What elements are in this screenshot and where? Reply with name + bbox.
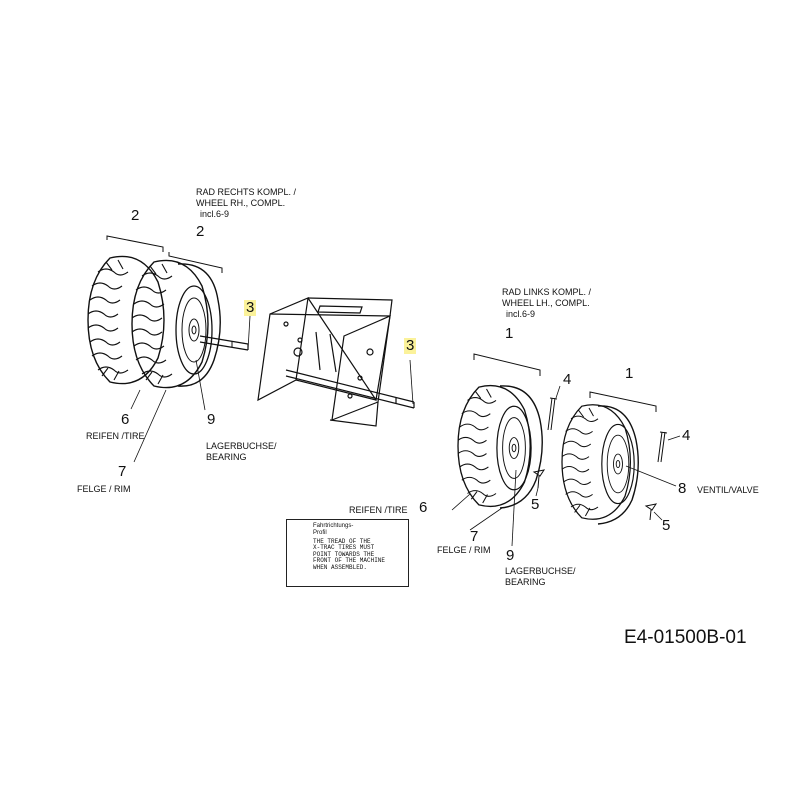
- tread-direction-notice: Fahrtrichtungs- Profil THE TREAD OF THE …: [286, 519, 409, 587]
- right-wheel-2: [561, 391, 681, 525]
- callout-4a: 4: [563, 371, 572, 388]
- notice-line-1: THE TREAD OF THE: [313, 538, 371, 545]
- callout-3b: 3: [404, 337, 417, 354]
- wheel-rh-title: RAD RECHTS KOMPL. / WHEEL RH., COMPL. in…: [196, 187, 296, 220]
- notice-line-4: FRONT OF THE MACHINE: [313, 557, 386, 565]
- bearing-right-line1: LAGERBUCHSE/: [505, 566, 576, 576]
- callout-2a: 2: [131, 207, 140, 224]
- callout-7b: 7: [470, 528, 479, 545]
- callout-2b: 2: [196, 223, 205, 240]
- notice-line-5: WHEN ASSEMBLED.: [313, 563, 368, 571]
- bearing-right-line2: BEARING: [505, 577, 546, 587]
- wheel-rh-line1: RAD RECHTS KOMPL. /: [196, 187, 297, 197]
- valve-label: VENTIL/VALVE: [697, 485, 759, 495]
- rim-label-left: FELGE / RIM: [77, 484, 131, 494]
- callout-7a: 7: [118, 463, 127, 480]
- document-id: E4-01500B-01: [624, 627, 747, 648]
- callout-4b: 4: [682, 427, 691, 444]
- bearing-label-left: LAGERBUCHSE/ BEARING: [206, 441, 277, 463]
- callout-6b: 6: [419, 499, 428, 516]
- callout-9a: 9: [207, 411, 216, 428]
- callout-9b: 9: [506, 547, 515, 564]
- wheel-lh-line2: WHEEL LH., COMPL.: [502, 298, 590, 308]
- tire-label-right: REIFEN /TIRE: [349, 505, 408, 515]
- left-wheel-assembly: [87, 235, 251, 463]
- notice-title-2: Profil: [313, 530, 327, 536]
- wheel-rh-line2: WHEEL RH., COMPL.: [196, 198, 286, 208]
- callout-8: 8: [678, 480, 687, 497]
- rim-label-right: FELGE / RIM: [437, 545, 491, 555]
- right-wheel-1: [451, 353, 561, 547]
- notice-title-1: Fahrtrichtungs-: [313, 523, 354, 529]
- callout-3a: 3: [244, 299, 257, 316]
- frame-bracket: [257, 297, 415, 427]
- callout-1b: 1: [625, 365, 634, 382]
- wheel-lh-title: RAD LINKS KOMPL. / WHEEL LH., COMPL. inc…: [502, 287, 591, 320]
- callout-6a: 6: [121, 411, 130, 428]
- bearing-label-right: LAGERBUCHSE/ BEARING: [505, 566, 576, 588]
- bearing-left-line2: BEARING: [206, 452, 247, 462]
- callout-1a: 1: [505, 325, 514, 342]
- tire-label-left: REIFEN /TIRE: [86, 431, 145, 441]
- notice-text: THE TREAD OF THE X-TRAC TIRES MUST POINT…: [313, 538, 408, 571]
- wheel-rh-line3: incl.6-9: [200, 209, 230, 219]
- wheel-lh-line3: incl.6-9: [506, 309, 536, 319]
- notice-line-3: POINT TOWARDS THE: [313, 550, 375, 558]
- wheel-lh-line1: RAD LINKS KOMPL. /: [502, 287, 592, 297]
- notice-line-2: X-TRAC TIRES MUST: [313, 544, 375, 552]
- callout-5a: 5: [531, 496, 540, 513]
- bearing-left-line1: LAGERBUCHSE/: [206, 441, 277, 451]
- callout-5b: 5: [662, 517, 671, 534]
